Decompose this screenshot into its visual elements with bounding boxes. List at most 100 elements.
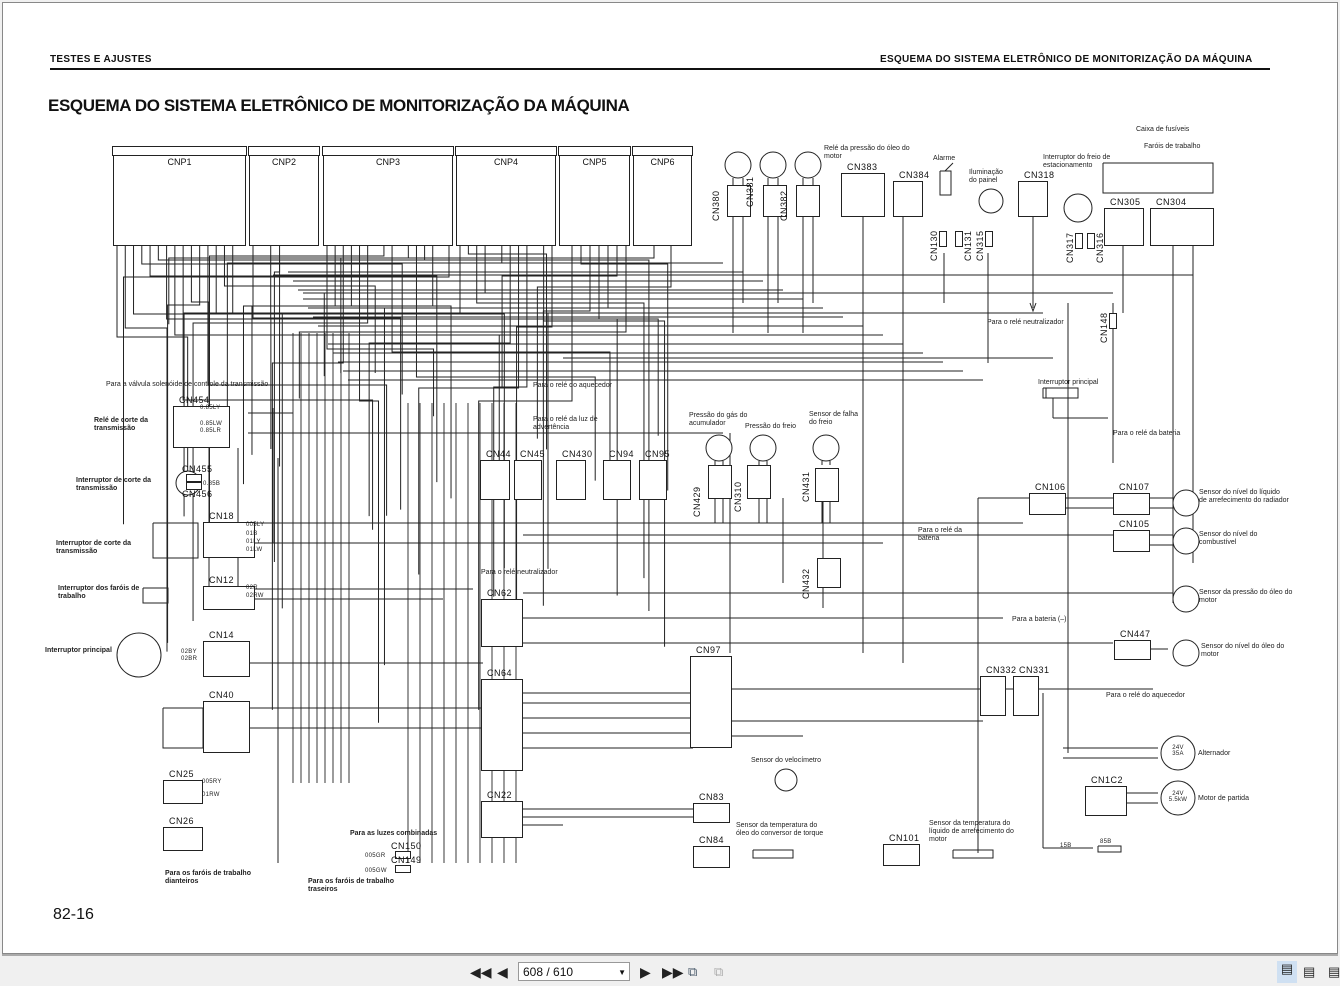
connector-label-cn430: CN430 bbox=[562, 449, 593, 459]
connector-cn447 bbox=[1114, 640, 1151, 660]
connector-cn25 bbox=[163, 780, 203, 804]
wire-code: 01LW bbox=[246, 547, 263, 553]
wire bbox=[323, 245, 486, 377]
wire-code: 005GW bbox=[365, 868, 387, 874]
wire bbox=[536, 245, 672, 439]
wire bbox=[368, 245, 511, 517]
connector-cn1c2 bbox=[1085, 786, 1127, 816]
connector-cn64 bbox=[481, 679, 523, 771]
connector-cn106 bbox=[1029, 493, 1066, 515]
pressure-sensor-icon bbox=[705, 434, 733, 462]
wire bbox=[598, 245, 618, 596]
connector-cn332 bbox=[980, 676, 1006, 716]
wire-code: 0.85LY bbox=[200, 405, 221, 411]
connector-cn18 bbox=[203, 522, 255, 558]
connector-label-cn383: CN383 bbox=[847, 162, 878, 172]
wire bbox=[123, 245, 450, 525]
connector-label: CNP6 bbox=[650, 157, 675, 167]
label-freio-estacionamento: Interruptor do freio de estacionamento bbox=[1043, 154, 1111, 169]
wire bbox=[124, 245, 168, 652]
wire bbox=[223, 245, 376, 374]
label-motor-partida: Motor de partida bbox=[1198, 795, 1249, 802]
first-page-button[interactable]: ◀◀ bbox=[470, 964, 492, 980]
wire bbox=[168, 245, 409, 325]
wire bbox=[340, 245, 655, 374]
connector-label-cn456: CN456 bbox=[182, 489, 213, 499]
connector-label-cn380: CN380 bbox=[711, 190, 721, 221]
connector-label-cn331: CN331 bbox=[1019, 665, 1050, 675]
wire bbox=[149, 245, 438, 483]
connector-cn84 bbox=[693, 846, 730, 868]
connector-label-cn304: CN304 bbox=[1156, 197, 1187, 207]
connector-cn105 bbox=[1113, 530, 1150, 552]
connector-cnp3: CNP3 bbox=[322, 146, 454, 246]
label-interruptor-farois: Interruptor dos faróis de trabalho bbox=[58, 585, 140, 600]
connector-label-cn148: CN148 bbox=[1099, 312, 1109, 343]
connector-cnp6: CNP6 bbox=[632, 146, 693, 246]
previous-page-button[interactable]: ◀ bbox=[497, 964, 508, 980]
connector-label-cn315: CN315 bbox=[975, 230, 985, 261]
connector-cnp1: CNP1 bbox=[112, 146, 247, 246]
header-rule bbox=[50, 68, 1270, 70]
wire bbox=[542, 245, 591, 606]
lamp-icon bbox=[724, 151, 752, 179]
next-page-button[interactable]: ▶ bbox=[640, 964, 651, 980]
connector-label-cn454: CN454 bbox=[179, 395, 210, 405]
label-luzes-combinadas: Para as luzes combinadas bbox=[350, 830, 438, 837]
connector-label-cn83: CN83 bbox=[699, 792, 725, 802]
label-iluminacao: Iluminação do painel bbox=[969, 169, 1003, 184]
wire bbox=[215, 245, 549, 569]
label-sensor-falha: Sensor de falha do freio bbox=[809, 411, 859, 426]
connector-cn95 bbox=[639, 460, 667, 500]
page-number-input[interactable]: 608 / 610▼ bbox=[518, 962, 630, 981]
wire bbox=[208, 245, 385, 529]
wire bbox=[166, 245, 659, 436]
connector-label-cn431: CN431 bbox=[801, 471, 811, 502]
rotate-page-alt-icon[interactable]: ⧉ bbox=[714, 964, 724, 979]
wire bbox=[543, 245, 666, 647]
label-sensor-pressao-oleo: Sensor da pressão do óleo do motor bbox=[1199, 589, 1293, 604]
connector-cn381 bbox=[763, 185, 787, 217]
wire bbox=[1042, 387, 1079, 399]
label-sensor-velocimetro: Sensor do velocímetro bbox=[751, 757, 822, 764]
connector-label-cn25: CN25 bbox=[169, 769, 195, 779]
wire bbox=[141, 245, 403, 395]
lamp-icon bbox=[759, 151, 787, 179]
continuous-view-icon[interactable]: ▤ bbox=[1303, 964, 1316, 979]
connector-label: CNP3 bbox=[375, 157, 400, 167]
pdf-page: TESTES E AJUSTES ESQUEMA DO SISTEMA ELET… bbox=[2, 2, 1338, 954]
wire bbox=[279, 245, 426, 467]
single-page-view-icon[interactable]: ▤ bbox=[1277, 961, 1297, 983]
connector-label-cn316: CN316 bbox=[1095, 232, 1105, 263]
connector-cn62 bbox=[481, 599, 523, 647]
connector-label-cn22: CN22 bbox=[487, 790, 513, 800]
wire bbox=[476, 245, 645, 579]
wire-code: 01B bbox=[246, 531, 258, 537]
panel-light-icon bbox=[978, 188, 1004, 214]
wire bbox=[1097, 845, 1122, 853]
label-rele-corte: Relé de corte da transmissão bbox=[94, 417, 149, 432]
facing-view-icon[interactable]: ▤ bbox=[1328, 964, 1340, 979]
connector-cn430 bbox=[556, 460, 586, 500]
wire-code: 0.85LW bbox=[200, 421, 223, 427]
last-page-button[interactable]: ▶▶ bbox=[662, 964, 684, 980]
connector-cn317 bbox=[1075, 233, 1083, 249]
alternator-icon bbox=[1160, 735, 1196, 771]
rotate-page-icon[interactable]: ⧉ bbox=[688, 964, 698, 979]
connector-cn456 bbox=[186, 482, 202, 490]
label-rele-aquecedor: Para o relé do aquecedor bbox=[533, 382, 612, 389]
connector-cn455 bbox=[186, 474, 202, 482]
chevron-down-icon[interactable]: ▼ bbox=[618, 968, 626, 977]
wire bbox=[326, 245, 435, 417]
wire bbox=[298, 245, 627, 399]
wire bbox=[273, 245, 281, 562]
wire bbox=[167, 245, 201, 643]
wire bbox=[226, 245, 503, 415]
label-interruptor-principal: Interruptor principal bbox=[45, 647, 112, 654]
wire bbox=[478, 245, 573, 710]
connector-cn382 bbox=[796, 185, 820, 217]
wire-code: 02BY bbox=[181, 649, 197, 655]
wire bbox=[939, 170, 952, 196]
label-rele-aquecedor-2: Para o relé do aquecedor bbox=[1106, 692, 1185, 699]
connector-label-cn305: CN305 bbox=[1110, 197, 1141, 207]
